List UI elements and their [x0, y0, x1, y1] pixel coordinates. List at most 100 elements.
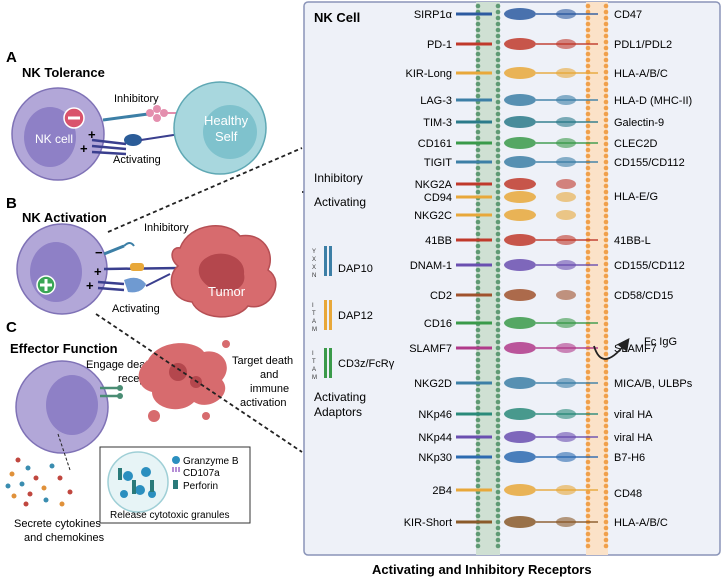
receptor-label: CD16	[424, 318, 452, 330]
receptor-shape	[456, 209, 576, 221]
receptor-panel	[303, 1, 721, 556]
section-c-title: Effector Function	[10, 341, 118, 356]
ligand-label: Galectin-9	[614, 117, 664, 129]
dap10-label: DAP10	[338, 263, 373, 275]
motif-letter: X	[312, 265, 316, 271]
ligand-label: CLEC2D	[614, 138, 657, 150]
receptor-shape	[456, 94, 598, 106]
activating-label-b: Activating	[112, 303, 160, 315]
engage-label-1: Engage death	[86, 359, 155, 371]
motif-letter: I	[312, 351, 314, 357]
receptor-label: KIR-Long	[406, 68, 452, 80]
ligand-label: CD155/CD112	[614, 260, 685, 272]
receptor-shape	[456, 431, 598, 443]
activating-ligand	[124, 134, 142, 146]
ligand-label: PDL1/PDL2	[614, 39, 672, 51]
receptor-label: NKp46	[418, 409, 452, 421]
figure-caption: Activating and Inhibitory Receptors	[372, 562, 592, 577]
ligand-label: CD47	[614, 9, 642, 21]
receptor-shape	[456, 342, 598, 354]
receptor-label: NKp44	[418, 432, 452, 444]
receptor-label: TIGIT	[424, 157, 452, 169]
fc-igg-label: Fc IgG	[644, 336, 677, 348]
ligand-label: HLA-A/B/C	[614, 517, 668, 529]
legend-granzyme: Granzyme B	[183, 456, 239, 467]
section-a-title: NK Tolerance	[22, 65, 105, 80]
inhibitory-divider-label: Inhibitory	[314, 171, 363, 185]
plus-mark: +	[80, 141, 88, 156]
ligand-label: CD58/CD15	[614, 290, 673, 302]
section-b-letter: B	[6, 195, 17, 212]
ligand-label: CD48	[614, 488, 642, 500]
ligand-label: CD155/CD112	[614, 157, 685, 169]
plus-mark: +	[88, 127, 96, 142]
death-receptors	[100, 386, 118, 398]
motif-letter: T	[312, 359, 316, 365]
receptor-shape	[456, 156, 598, 168]
perforin-icon	[173, 480, 178, 489]
receptor-shape	[456, 289, 576, 301]
receptor-shape	[456, 116, 598, 128]
nk-membrane	[475, 2, 501, 555]
section-c: C Effector Function Engage death recepto…	[5, 319, 293, 544]
receptor-shape	[456, 178, 576, 190]
activating-receptors	[91, 138, 127, 156]
target-label-4: activation	[240, 397, 286, 409]
section-b-title: NK Activation	[22, 210, 107, 225]
receptor-label: CD161	[418, 138, 452, 150]
panel-title: NK Cell	[314, 10, 360, 25]
nk-nucleus	[30, 242, 82, 302]
motif-letter: Y	[312, 249, 316, 255]
receptor-shape	[456, 451, 598, 463]
section-b: B NK Activation − + + Inhibitory Activat…	[6, 195, 277, 318]
cd107a-icon	[172, 467, 180, 472]
motif-letter: A	[312, 319, 316, 325]
receptor-shape	[456, 67, 598, 79]
receptor-shape	[456, 259, 598, 271]
healthy-nucleus	[203, 105, 257, 159]
activating-receptor-complex	[124, 277, 146, 293]
tumor-label: Tumor	[208, 284, 246, 299]
receptor-label: SIRP1α	[414, 9, 453, 21]
minus-bar	[68, 116, 80, 120]
ligand-label: MICA/B, ULBPs	[614, 378, 693, 390]
inhibitory-receptor	[103, 244, 125, 256]
receptor-shape	[456, 317, 598, 329]
receptor-shape	[456, 516, 598, 528]
activating-divider-label: Activating	[314, 195, 366, 209]
receptor-shape	[456, 234, 598, 246]
adaptors-title-1: Activating	[314, 390, 366, 404]
dap12-label: DAP12	[338, 310, 373, 322]
minus-mark: −	[95, 245, 103, 260]
apoptotic-target	[138, 340, 230, 422]
ligand-label: 41BB-L	[614, 235, 651, 247]
cytokine-dots	[5, 457, 73, 507]
receptor-label: NKG2A	[415, 179, 453, 191]
inhibitory-label-b: Inhibitory	[144, 222, 189, 234]
receptor-shape	[456, 484, 598, 496]
inhibitory-label-a: Inhibitory	[114, 93, 159, 105]
release-label: Release cytotoxic granules	[110, 510, 230, 521]
ligand-label: viral HA	[614, 409, 653, 421]
ligand-label: viral HA	[614, 432, 653, 444]
receptor-shape	[456, 137, 598, 149]
adaptors-title-2: Adaptors	[314, 405, 362, 419]
receptor-label: CD94	[424, 192, 452, 204]
secrete-label-1: Secrete cytokines	[14, 518, 101, 530]
receptor-shape	[456, 408, 598, 420]
motif-letter: N	[312, 273, 316, 279]
receptor-label: CD2	[430, 290, 452, 302]
cd3z-label: CD3z/FcRγ	[338, 358, 395, 370]
receptor-shape	[456, 38, 598, 50]
target-label-3: immune	[250, 383, 289, 395]
receptor-label: 41BB	[425, 235, 452, 247]
receptor-label: NKp30	[418, 452, 452, 464]
ligand-label: HLA-E/G	[614, 191, 658, 203]
nk-nucleus	[24, 107, 76, 167]
nk-nucleus	[46, 375, 98, 435]
receptor-label: PD-1	[427, 39, 452, 51]
